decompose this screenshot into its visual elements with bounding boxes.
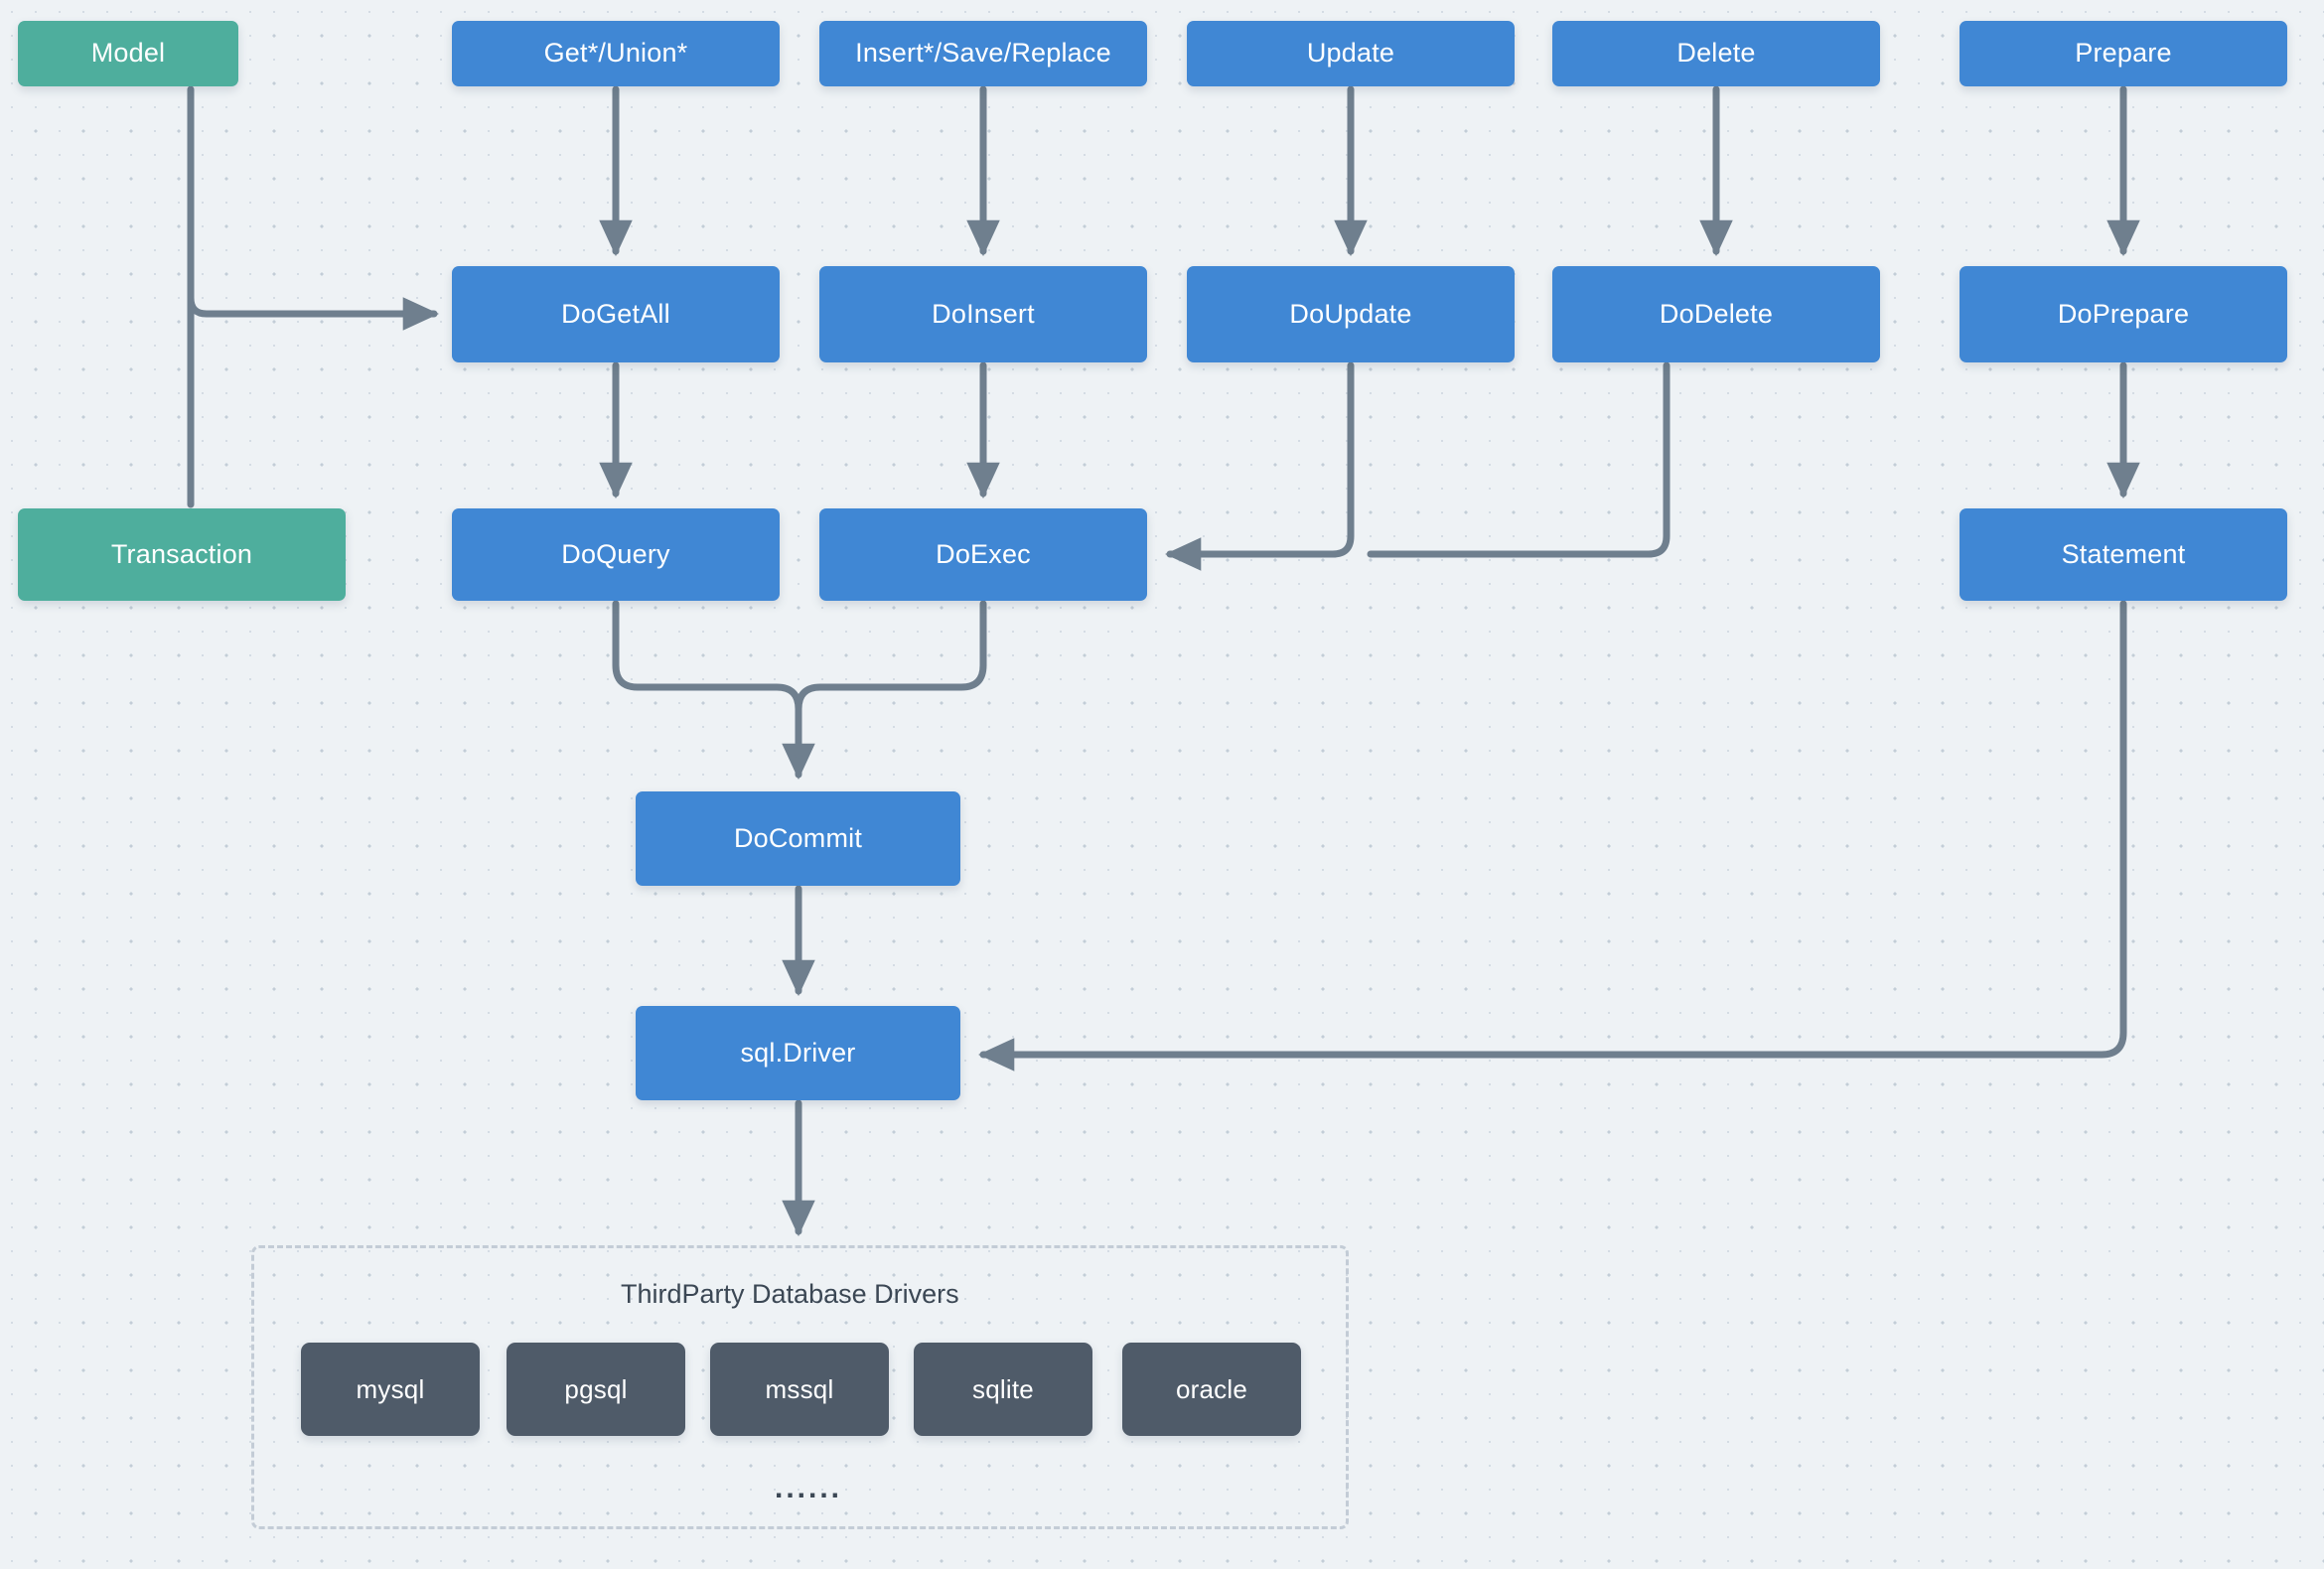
node-doupdate[interactable]: DoUpdate	[1187, 266, 1515, 362]
edge-dodelete-to-doexec	[1367, 361, 1670, 558]
node-transaction[interactable]: Transaction	[18, 508, 346, 601]
ellipsis-label: ......	[775, 1472, 843, 1504]
node-doinsert[interactable]: DoInsert	[819, 266, 1147, 362]
node-prepare[interactable]: Prepare	[1960, 21, 2287, 86]
driver-node-sqlite[interactable]: sqlite	[914, 1343, 1092, 1436]
node-dogetall[interactable]: DoGetAll	[452, 266, 780, 362]
node-model[interactable]: Model	[18, 21, 238, 86]
driver-node-mysql[interactable]: mysql	[301, 1343, 480, 1436]
driver-node-mssql[interactable]: mssql	[710, 1343, 889, 1436]
node-update[interactable]: Update	[1187, 21, 1515, 86]
thirdparty-drivers-title: ThirdParty Database Drivers	[621, 1279, 959, 1309]
node-delete[interactable]: Delete	[1552, 21, 1880, 86]
node-getunion[interactable]: Get*/Union*	[452, 21, 780, 86]
node-statement[interactable]: Statement	[1960, 508, 2287, 601]
node-sqldriver[interactable]: sql.Driver	[636, 1006, 960, 1100]
node-doexec[interactable]: DoExec	[819, 508, 1147, 601]
edge-statement-to-sqldriver	[977, 600, 2127, 1071]
node-docommit[interactable]: DoCommit	[636, 791, 960, 886]
node-dodelete[interactable]: DoDelete	[1552, 266, 1880, 362]
driver-node-pgsql[interactable]: pgsql	[507, 1343, 685, 1436]
node-doprepare[interactable]: DoPrepare	[1960, 266, 2287, 362]
node-insertsave[interactable]: Insert*/Save/Replace	[819, 21, 1147, 86]
edge-doquery-to-docommit	[612, 600, 815, 781]
edge-doupdate-to-doexec	[1164, 361, 1355, 571]
driver-node-oracle[interactable]: oracle	[1122, 1343, 1301, 1436]
edge-doexec-to-docommit	[795, 600, 987, 759]
edge-model-to-dogetall	[187, 85, 440, 331]
thirdparty-drivers-group	[251, 1245, 1349, 1529]
node-doquery[interactable]: DoQuery	[452, 508, 780, 601]
